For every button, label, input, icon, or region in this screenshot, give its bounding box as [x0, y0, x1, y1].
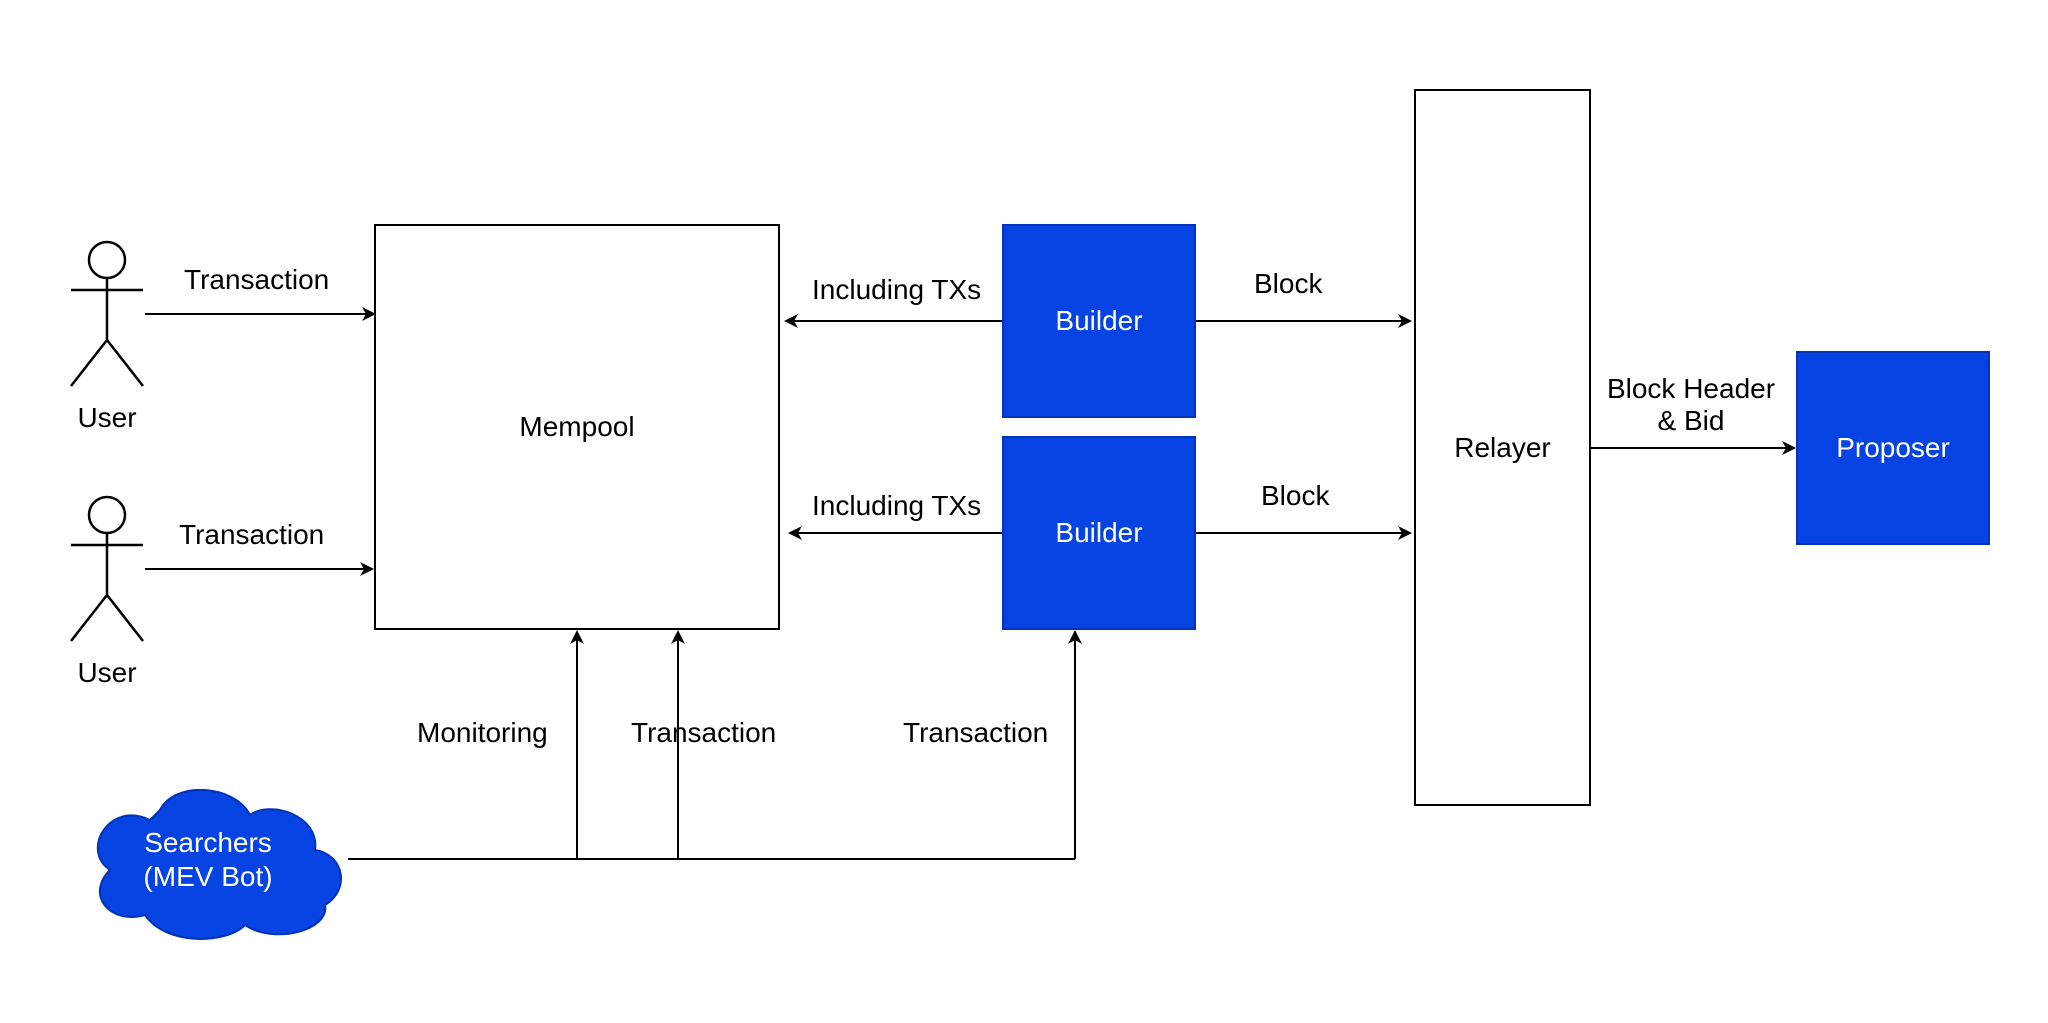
edge-label-builder-bottom-including: Including TXs [812, 490, 982, 521]
relayer-node: Relayer [1414, 89, 1591, 806]
edge-label-user-top-tx: Transaction [184, 264, 330, 295]
user-bottom-label: User [77, 657, 137, 688]
proposer-node: Proposer [1796, 351, 1990, 545]
edge-label-builder-top-including: Including TXs [812, 274, 982, 305]
user-top-label: User [77, 402, 137, 433]
edge-label-searchers-tx-builder: Transaction [903, 717, 1049, 748]
user-top-figure [70, 240, 144, 387]
mempool-node: Mempool [374, 224, 780, 630]
edge-label-builder-top-block: Block [1254, 268, 1323, 299]
edge-label-relayer-header-line1: Block Header [1606, 373, 1776, 404]
builder-top-node: Builder [1002, 224, 1196, 418]
edge-label-searchers-tx-mempool: Transaction [631, 717, 777, 748]
relayer-label: Relayer [1454, 431, 1551, 463]
builder-top-label: Builder [1055, 305, 1143, 336]
builder-bottom-label: Builder [1055, 517, 1143, 548]
searchers-label-line2: (MEV Bot) [143, 860, 273, 892]
edge-label-user-bottom-tx: Transaction [179, 519, 325, 550]
searchers-label: Searchers (MEV Bot) [108, 826, 308, 893]
proposer-label: Proposer [1836, 432, 1950, 463]
edge-label-builder-bottom-block: Block [1261, 480, 1330, 511]
edge-label-relayer-header: Block Header & Bid [1600, 373, 1782, 437]
edge-label-relayer-header-line2: & Bid [1657, 405, 1725, 437]
user-bottom-figure [70, 495, 144, 642]
mempool-label: Mempool [519, 411, 635, 442]
edge-label-searchers-monitoring: Monitoring [417, 717, 548, 748]
searchers-label-line1: Searchers [144, 827, 272, 858]
searchers-cloud [96, 789, 342, 940]
builder-bottom-node: Builder [1002, 436, 1196, 630]
